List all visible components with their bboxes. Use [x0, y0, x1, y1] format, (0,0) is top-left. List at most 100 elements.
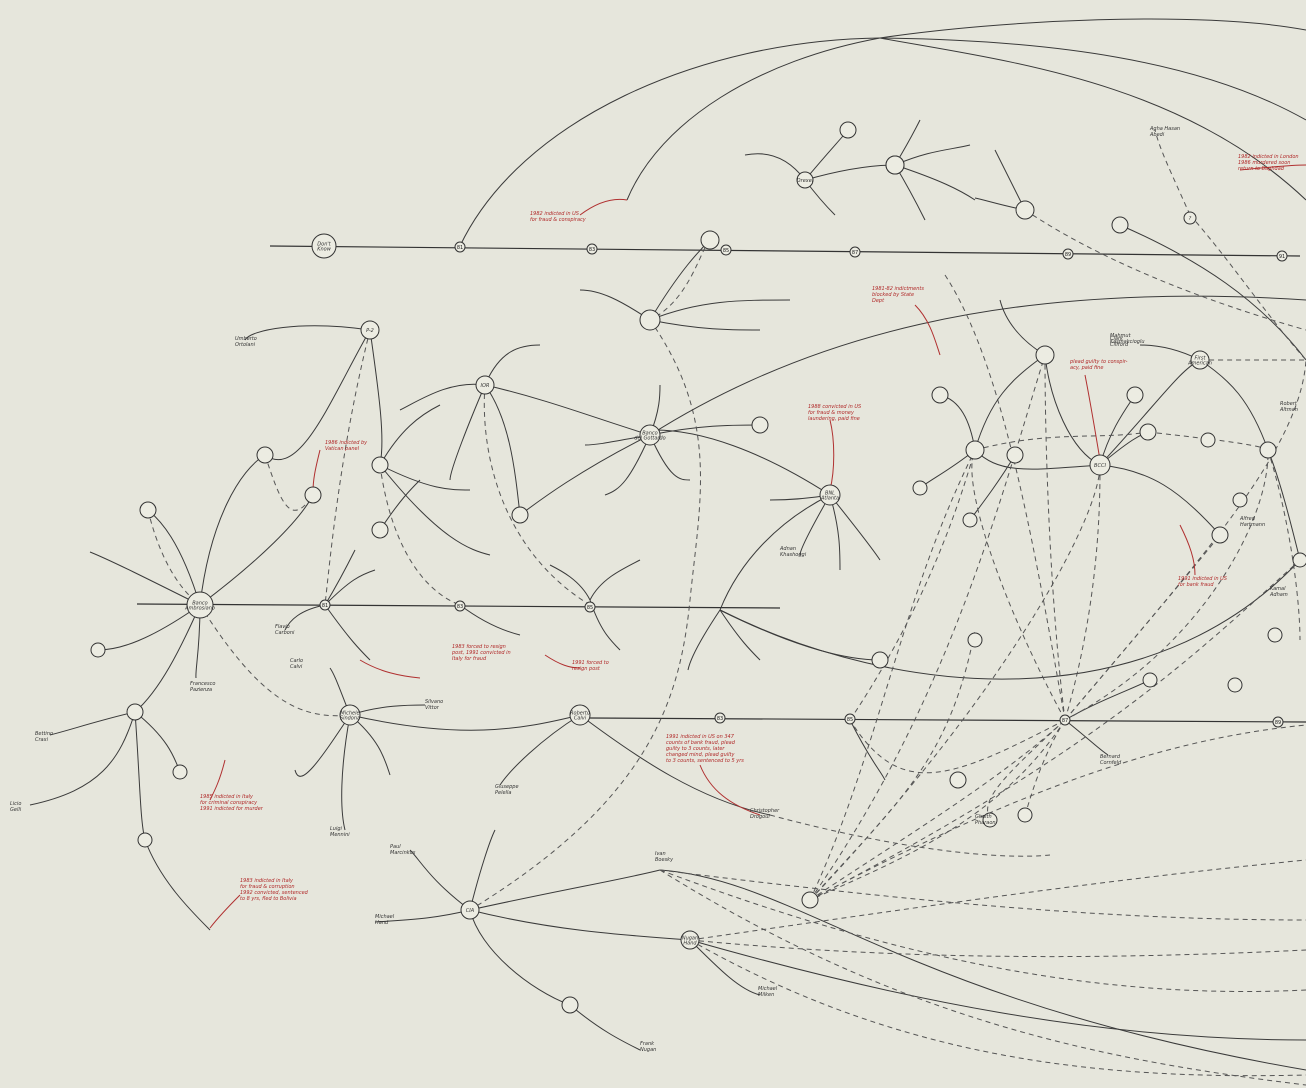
dashed-edge [469, 319, 701, 911]
dashed-edge [1189, 214, 1306, 361]
node-circle [1200, 432, 1216, 448]
node-circle [172, 764, 188, 780]
label-line: Pharaon [975, 820, 996, 826]
edge [324, 549, 356, 606]
label-line: Carlo [290, 658, 303, 664]
label-line: Nugan [640, 1047, 656, 1053]
red-connector [699, 764, 761, 816]
dashed-edge [199, 604, 351, 717]
label-line: Vittor [425, 705, 440, 711]
node-circle [1006, 446, 1024, 464]
label-line: 1991 indicted for murder [200, 806, 264, 812]
label-line: Drogoul [750, 814, 770, 820]
node-n-c37 [885, 155, 905, 175]
node-n-c8 [172, 764, 188, 780]
label-line: Altman [1279, 407, 1298, 413]
node-circle [680, 930, 700, 950]
node-n-c5 [371, 521, 389, 539]
node-n-c24 [871, 651, 889, 669]
label-line: guilty to 3 counts, later [666, 746, 725, 752]
node-label: 83 [457, 604, 463, 610]
node-n-c2 [256, 446, 274, 464]
edge [974, 354, 1046, 451]
node-label: del Gottardo [634, 436, 665, 442]
node-n-c17 [931, 386, 949, 404]
edge [484, 344, 541, 386]
dashed-edge [987, 719, 1066, 821]
edge [519, 434, 651, 516]
node-n-c36 [839, 121, 857, 139]
node-n-c19 [1139, 423, 1157, 441]
node-circle [639, 424, 661, 446]
node-circle [1272, 716, 1284, 728]
edge [1267, 449, 1301, 561]
edge [349, 704, 426, 716]
node-circle [304, 486, 322, 504]
node-circle [1059, 714, 1071, 726]
edge [89, 551, 201, 606]
node-circle [1015, 200, 1035, 220]
annotation-r5: plead guilty to conspir-acy, paid fine [1069, 359, 1128, 371]
node-circle [139, 501, 157, 519]
node-label: 89 [1065, 252, 1071, 258]
node-circle [511, 506, 529, 524]
edge [969, 454, 1016, 521]
label-line: Calvi [290, 664, 303, 670]
node-n-c22 [1200, 432, 1216, 448]
node-circle [1211, 526, 1229, 544]
edge [97, 604, 201, 651]
dashed-edge [1267, 449, 1301, 641]
dashed-edge [483, 384, 591, 606]
node-circle [126, 703, 144, 721]
edge [369, 329, 383, 466]
edge [1064, 719, 1109, 756]
label-line: Vatican panel [325, 446, 360, 452]
dashed-edge [649, 239, 711, 321]
label-line: Pelella [495, 790, 511, 796]
node-circle [1276, 250, 1288, 262]
dashed-edge [809, 719, 1066, 901]
node-n-c15 [965, 440, 985, 460]
label-line: Ortolani [235, 342, 256, 348]
node-circle [371, 456, 389, 474]
edge [1199, 359, 1269, 451]
node-label: Sindona [340, 716, 360, 722]
label-line: Dept [872, 298, 885, 304]
edge [134, 711, 146, 841]
edge [1119, 224, 1306, 361]
dashed-edge [849, 449, 976, 721]
dashed-edge [147, 509, 201, 606]
node-y89c: 89 [1272, 716, 1284, 728]
label-line: Khashoggi [780, 552, 807, 558]
node-n-c1 [139, 501, 157, 519]
edge [1099, 464, 1221, 536]
dashed-edge [809, 719, 1066, 901]
edge [649, 424, 761, 436]
node-label: Roberto [570, 711, 590, 717]
node-n-c3 [304, 486, 322, 504]
node-circle [1089, 454, 1111, 476]
red-connector [914, 304, 941, 356]
node-circle [796, 171, 814, 189]
node-label: First [1195, 356, 1207, 362]
red-connector [312, 449, 321, 493]
label-line: for fraud & money [808, 410, 855, 416]
edge [589, 559, 641, 601]
label-line: 1986 indicted by [325, 440, 368, 446]
label-line: Adham [1269, 592, 1288, 598]
